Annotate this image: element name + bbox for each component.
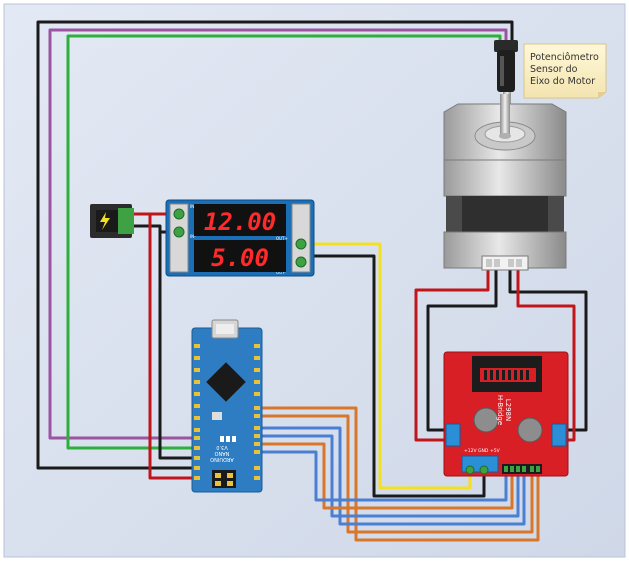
driver-pin-gnd: GND xyxy=(478,448,489,454)
wire-red-motor-a1 xyxy=(414,270,490,442)
arduino-version-label: V3.0 xyxy=(216,444,227,450)
wire-orange-en-a xyxy=(252,442,514,510)
wire-black-motor-a2 xyxy=(426,270,498,432)
driver-pin-5v: +5V xyxy=(490,448,501,454)
driver-subtitle: H-Bridge xyxy=(496,395,504,425)
buck-label-in-plus: IN+ xyxy=(190,204,198,209)
wire-black-motor-b1 xyxy=(508,270,588,432)
arduino-board-label: ARDUINO xyxy=(210,456,234,462)
wire-orange-in1 xyxy=(252,406,540,542)
stepper-motor xyxy=(443,94,567,271)
power-bolt-icon xyxy=(100,212,110,230)
wire-blue-en-b xyxy=(252,450,508,502)
display-output-voltage: 5.00 xyxy=(211,244,269,272)
note-line-3: Eixo do Motor xyxy=(530,76,595,87)
buck-label-out-minus: OUT- xyxy=(276,270,286,275)
buck-label-out-plus: OUT+ xyxy=(276,236,288,241)
arduino-model-label: NANO xyxy=(215,450,230,456)
display-input-voltage: 12.00 xyxy=(204,208,276,236)
note-line-2: Sensor do xyxy=(530,64,578,75)
wire-orange-in2 xyxy=(252,414,534,534)
wire-blue-in3 xyxy=(252,426,526,526)
note-line-1: Potenciômetro xyxy=(530,52,599,63)
arduino-nano: ARDUINO NANO V3.0 xyxy=(191,319,263,493)
l298n-driver: L298N H-Bridge +12V GND +5V xyxy=(443,351,569,477)
wires xyxy=(36,20,588,542)
wire-black-out-minus xyxy=(302,254,486,498)
potentiometer-note: Potenciômetro Sensor do Eixo do Motor xyxy=(523,43,607,99)
wire-red-motor-b2 xyxy=(516,270,576,442)
driver-pin-12v: +12V xyxy=(464,448,477,454)
arduino-pins-right xyxy=(254,344,260,480)
wire-purple-pot-vcc xyxy=(48,28,508,440)
wire-yellow-5v-out xyxy=(302,242,472,490)
wire-red-vin xyxy=(148,212,196,480)
buck-label-in-minus: IN- xyxy=(190,234,196,239)
driver-chip-label: L298N xyxy=(504,399,512,422)
arduino-pins-left xyxy=(194,344,200,480)
wire-green-pot-signal xyxy=(66,34,502,450)
wire-black-pot-gnd xyxy=(36,20,514,470)
wire-blue-in4 xyxy=(252,434,520,518)
buck-converter: IN+ IN- OUT+ OUT- 12.00 5.00 xyxy=(165,199,315,277)
wire-black-gnd-arduino xyxy=(158,232,196,460)
dc-power-jack xyxy=(90,204,134,238)
